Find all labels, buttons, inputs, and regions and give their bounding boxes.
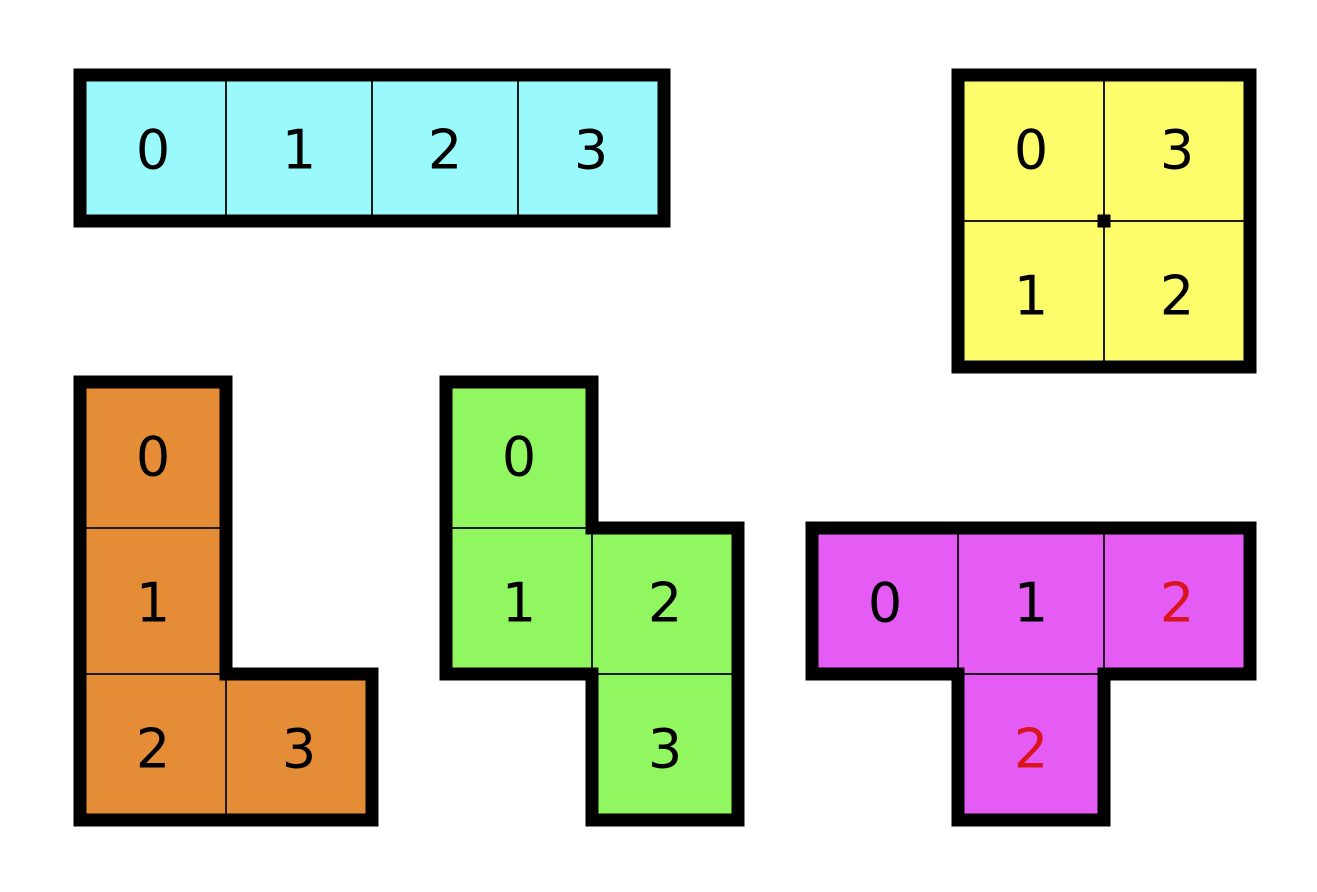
s-piece: 0 1 2 3 [439, 375, 745, 827]
cell-label: 0 [136, 426, 170, 489]
piece-cell [964, 534, 1098, 668]
cell-label: 2 [648, 572, 682, 635]
piece-cell [964, 680, 1098, 814]
cell-label: 0 [502, 426, 536, 489]
cell-label: 2 [136, 718, 170, 781]
cell-label: 0 [868, 572, 902, 635]
piece-cell [86, 680, 220, 814]
cell-label: 1 [1014, 572, 1048, 635]
cell-label: 3 [1160, 119, 1194, 182]
piece-cell [232, 81, 366, 215]
cell-label: 1 [1014, 265, 1048, 328]
piece-cell [598, 534, 732, 668]
piece-cell [86, 81, 220, 215]
cell-label: 2 [1160, 572, 1194, 635]
cell-label: 2 [1014, 718, 1048, 781]
piece-cell [86, 388, 220, 522]
piece-cell [818, 534, 952, 668]
l-piece: 0 1 2 3 [73, 375, 379, 827]
cell-label: 2 [1160, 265, 1194, 328]
cell-label: 3 [282, 718, 316, 781]
piece-cell [1110, 227, 1244, 361]
piece-cell [452, 534, 586, 668]
piece-cell [1110, 81, 1244, 215]
cell-label: 1 [502, 572, 536, 635]
piece-cell [452, 388, 586, 522]
o-piece: 0 3 1 2 [951, 68, 1257, 374]
cell-label: 0 [136, 119, 170, 182]
piece-cell [378, 81, 512, 215]
cell-label: 1 [282, 119, 316, 182]
cell-label: 3 [574, 119, 608, 182]
piece-cell [1110, 534, 1244, 668]
pieces-layer: 0 1 2 3 0 3 1 2 0 1 2 3 0 1 2 3 0 1 2 2 [73, 68, 1257, 827]
cell-label: 0 [1014, 119, 1048, 182]
cell-label: 2 [428, 119, 462, 182]
piece-cell [964, 81, 1098, 215]
cell-label: 1 [136, 572, 170, 635]
cell-label: 3 [648, 718, 682, 781]
piece-cell [524, 81, 658, 215]
piece-cell [964, 227, 1098, 361]
piece-cell [598, 680, 732, 814]
t-piece: 0 1 2 2 [805, 521, 1257, 827]
piece-cell [232, 680, 366, 814]
piece-cell [86, 534, 220, 668]
i-piece: 0 1 2 3 [73, 68, 671, 228]
